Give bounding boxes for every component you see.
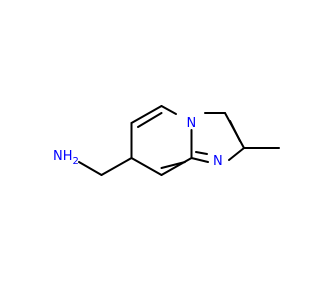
bond-ch2-nh2: [78, 161, 103, 176]
bond-c5-c6: [160, 105, 177, 115]
bond-c6-c7-inner: [137, 112, 163, 128]
bond-c3-c2-inner: [229, 120, 241, 142]
molecule-structure: NH2 N N: [0, 0, 300, 300]
bond-c8-c7: [130, 157, 163, 176]
nh2-label: NH2: [53, 149, 79, 167]
bond-c8a-c8-inner: [160, 161, 186, 169]
bond-c6-c7: [130, 105, 163, 124]
nh2-subscript: 2: [73, 156, 79, 167]
bridgehead-nitrogen-label: N: [187, 116, 197, 131]
bond-n1-c8a: [190, 157, 209, 163]
canvas-background: [0, 0, 300, 300]
bond-c2-n1: [228, 147, 245, 161]
bond-c8a-c8: [160, 157, 193, 176]
imidazole-nitrogen-label: N: [213, 154, 223, 169]
bond-c7-ch2: [100, 157, 133, 176]
bond-n1-c8a-inner: [195, 151, 208, 155]
